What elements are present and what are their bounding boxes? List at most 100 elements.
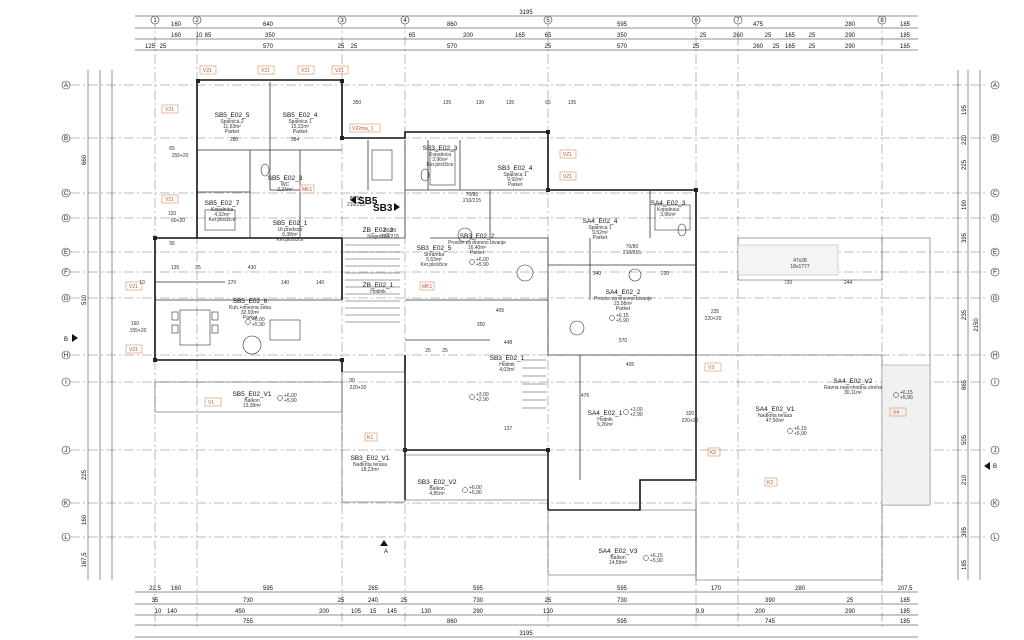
- dim-top-r2-11: 25: [765, 33, 772, 39]
- level-mark-5: +3,00+2,90: [623, 407, 643, 418]
- level-mark-2: +6,00+5,90: [277, 393, 297, 404]
- svg-text:Kuh.+dnevna soba: Kuh.+dnevna soba: [229, 305, 271, 311]
- room-sb5-e02-1: SB5_E02_1 Ut.predsob 6,38m² Ker.ploščice: [273, 220, 308, 243]
- svg-text:+6,15: +6,15: [616, 313, 629, 319]
- svg-text:SA4_E02_2: SA4_E02_2: [606, 289, 641, 296]
- svg-text:VZ1: VZ1: [563, 174, 572, 180]
- partitions: [155, 82, 696, 480]
- room-sb5-e02-4: SB5_E02_4 Spalnica 1 15,22m² Parket: [283, 112, 318, 135]
- door-label-4-w: 70/80: [626, 244, 639, 250]
- room-sb5-e02-7: SB5_E02_7 Kopalnica 4,32m² Ker.ploščice: [205, 200, 240, 223]
- axis-row-a-right: A: [993, 83, 997, 89]
- terrace-outlines: [154, 237, 931, 581]
- dim-top-r2-2: 85: [205, 33, 212, 39]
- svg-text:Stopnišče: Stopnišče: [367, 234, 389, 240]
- axis-row-b: B: [64, 136, 68, 142]
- svg-text:+6,00: +6,00: [284, 393, 297, 399]
- inner-dim-23: 320: [686, 411, 695, 417]
- svg-text:16,40m²: 16,40m²: [468, 245, 487, 251]
- dim-bot-r4-1: 860: [447, 619, 458, 625]
- axis-row-g: G: [64, 296, 69, 302]
- dim-bot-r4-0: 755: [243, 619, 254, 625]
- svg-text:+3,00: +3,00: [476, 392, 489, 398]
- axis-row-l: L: [64, 535, 68, 541]
- dim-bot-r3-2: 450: [235, 609, 246, 615]
- svg-text:SB3_E02_V2: SB3_E02_V2: [417, 479, 456, 486]
- svg-text:ZB_E02_2: ZB_E02_2: [363, 227, 394, 234]
- dim-top-r2-6: 165: [515, 33, 526, 39]
- inner-dim-30: 244: [844, 280, 853, 286]
- dim-top-r3-0: 125: [145, 44, 156, 50]
- dim-right-8: 210: [962, 474, 968, 485]
- level-mark-3: +6,00+5,90: [469, 257, 489, 268]
- column-axis-markers: [150, 15, 887, 25]
- dim-top-total: 3195: [519, 10, 533, 16]
- inner-dim-18: 160: [131, 321, 140, 327]
- inner-dim-2: 130: [476, 100, 485, 106]
- window-label-h: 18x1?77: [790, 264, 809, 270]
- svg-text:18,23m²: 18,23m²: [361, 467, 380, 473]
- dim-top-r1-3: 595: [617, 22, 628, 28]
- axis-row-k-right: K: [993, 501, 997, 507]
- inner-dim-32: 448: [504, 340, 513, 346]
- svg-text:4,03m²: 4,03m²: [499, 367, 515, 373]
- axis-row-f: F: [64, 270, 68, 276]
- svg-text:V3: V3: [708, 365, 714, 371]
- svg-text:K2: K2: [710, 450, 716, 456]
- axis-row-j: J: [65, 448, 68, 454]
- svg-text:+5,90: +5,90: [900, 395, 913, 401]
- dim-bottom-total: 3195: [519, 631, 533, 637]
- dim-bot-r3-3: 200: [319, 609, 330, 615]
- unit-marker-sb5: SB5: [350, 196, 378, 207]
- axis-row-k: K: [64, 501, 68, 507]
- svg-text:9,52m²: 9,52m²: [592, 230, 608, 236]
- svg-text:SB5_E02_V1: SB5_E02_V1: [232, 391, 271, 398]
- dim-right-10: 185: [962, 559, 968, 570]
- svg-text:+6,15: +6,15: [900, 390, 913, 396]
- dim-bot-r2-1: 730: [243, 598, 254, 604]
- dim-top-r3-13: 290: [845, 44, 856, 50]
- dim-bot-r3-6: 145: [387, 609, 398, 615]
- svg-text:4,85m²: 4,85m²: [429, 491, 445, 497]
- dim-right-6: 865: [962, 379, 968, 390]
- svg-text:Spalnica 1: Spalnica 1: [588, 225, 612, 231]
- dim-top-r2-12: 165: [785, 33, 796, 39]
- dim-top-r1-0: 160: [171, 22, 182, 28]
- svg-text:SA4_E02_4: SA4_E02_4: [583, 218, 618, 225]
- door-label-3-w: 70/80: [466, 192, 479, 198]
- svg-text:SA4_E02_V2: SA4_E02_V2: [833, 378, 872, 385]
- inner-dim-12: 25: [195, 265, 201, 271]
- dim-bot-r3-12: 290: [845, 609, 856, 615]
- svg-text:+3,00: +3,00: [630, 407, 643, 413]
- svg-text:V21: V21: [261, 68, 270, 74]
- svg-text:Shramba: Shramba: [424, 252, 445, 258]
- svg-text:V21: V21: [165, 107, 174, 113]
- inner-dim-40: 135: [568, 100, 577, 106]
- svg-text:+5,90: +5,90: [469, 490, 482, 496]
- svg-text:+5,90: +5,90: [284, 398, 297, 404]
- svg-text:V21: V21: [301, 68, 310, 74]
- room-sa4-e02-v2: SA4_E02_V2 Ravna neprohodna streha 30,11…: [824, 378, 882, 396]
- level-mark-6: +6,15+5,90: [609, 313, 629, 324]
- axis-row-e: E: [64, 250, 68, 256]
- svg-text:SB3: SB3: [373, 203, 393, 214]
- inner-dim-7: 155+20: [172, 153, 189, 159]
- svg-text:32,93m²: 32,93m²: [241, 310, 260, 316]
- svg-text:VZ1: VZ1: [563, 152, 572, 158]
- inner-dim-14: 270: [228, 280, 237, 286]
- unit-marker-sb3: SB3: [373, 203, 400, 214]
- inner-dim-33: 137: [504, 426, 513, 432]
- level-mark-9: +6,15+5,90: [643, 553, 663, 564]
- svg-text:V22ma_1: V22ma_1: [352, 126, 374, 132]
- svg-text:SA4_E02_V3: SA4_E02_V3: [598, 548, 637, 555]
- dim-top-r2-0: 160: [171, 33, 182, 39]
- dim-bot-r1-2: 595: [263, 586, 274, 592]
- room-sb3-e02-v1: SB3_E02_V1 Nadkrita terasa 18,23m²: [350, 455, 389, 473]
- dim-bot-r2-7: 730: [617, 598, 628, 604]
- dim-bot-r2-5: 730: [473, 598, 484, 604]
- dim-top-r3-6: 25: [545, 44, 552, 50]
- svg-text:Ut.predsob: Ut.predsob: [278, 227, 303, 233]
- svg-text:SB3_E02_2: SB3_E02_2: [460, 233, 495, 240]
- svg-text:SB5_E02_5: SB5_E02_5: [215, 112, 250, 119]
- section-marker-b-left: B: [64, 334, 78, 343]
